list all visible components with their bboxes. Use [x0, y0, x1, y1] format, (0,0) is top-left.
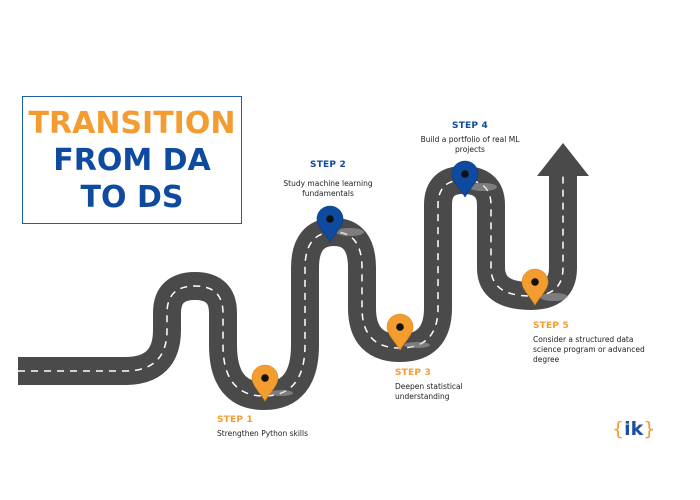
- step-4-label: STEP 4: [452, 121, 488, 131]
- step-5-description: Consider a structured data science progr…: [533, 335, 645, 364]
- step-3-pin: [386, 313, 414, 351]
- road: [18, 143, 589, 413]
- title-line-2: FROM DA: [53, 142, 211, 178]
- step-1-description: Strengthen Python skills: [217, 429, 308, 438]
- step-5-pin: [521, 268, 549, 306]
- step-1: STEP 1 Strengthen Python skills: [217, 415, 347, 439]
- road-arrow-head: [537, 143, 589, 176]
- title-line-1: TRANSITION: [28, 105, 236, 141]
- title-box: TRANSITION FROM DA TO DS: [22, 96, 242, 224]
- step-2-label: STEP 2: [310, 160, 346, 170]
- road-center-line: [18, 172, 564, 397]
- step-2-pin: [316, 205, 344, 243]
- title-line-3: TO DS: [80, 179, 184, 215]
- step-3-description: Deepen statistical understanding: [395, 382, 463, 401]
- logo-text: ik: [624, 418, 644, 440]
- pin-shadows: [269, 183, 568, 396]
- step-1-pin: [251, 364, 279, 402]
- step-3-label: STEP 3: [395, 368, 431, 378]
- step-4-description: Build a portfolio of real ML projects: [420, 135, 520, 154]
- step-2-description: Study machine learning fundamentals: [283, 179, 373, 198]
- step-4: STEP 4 Build a portfolio of real ML proj…: [414, 121, 526, 155]
- step-5: STEP 5 Consider a structured data scienc…: [533, 321, 657, 365]
- step-3: STEP 3 Deepen statistical understanding: [395, 368, 495, 402]
- step-2: STEP 2 Study machine learning fundamenta…: [266, 160, 390, 199]
- logo-brace-open: {: [612, 418, 625, 440]
- ik-logo: {ik}: [612, 418, 655, 440]
- step-5-label: STEP 5: [533, 321, 569, 331]
- step-1-label: STEP 1: [217, 415, 253, 425]
- logo-brace-close: }: [643, 418, 656, 440]
- step-4-pin: [451, 160, 479, 198]
